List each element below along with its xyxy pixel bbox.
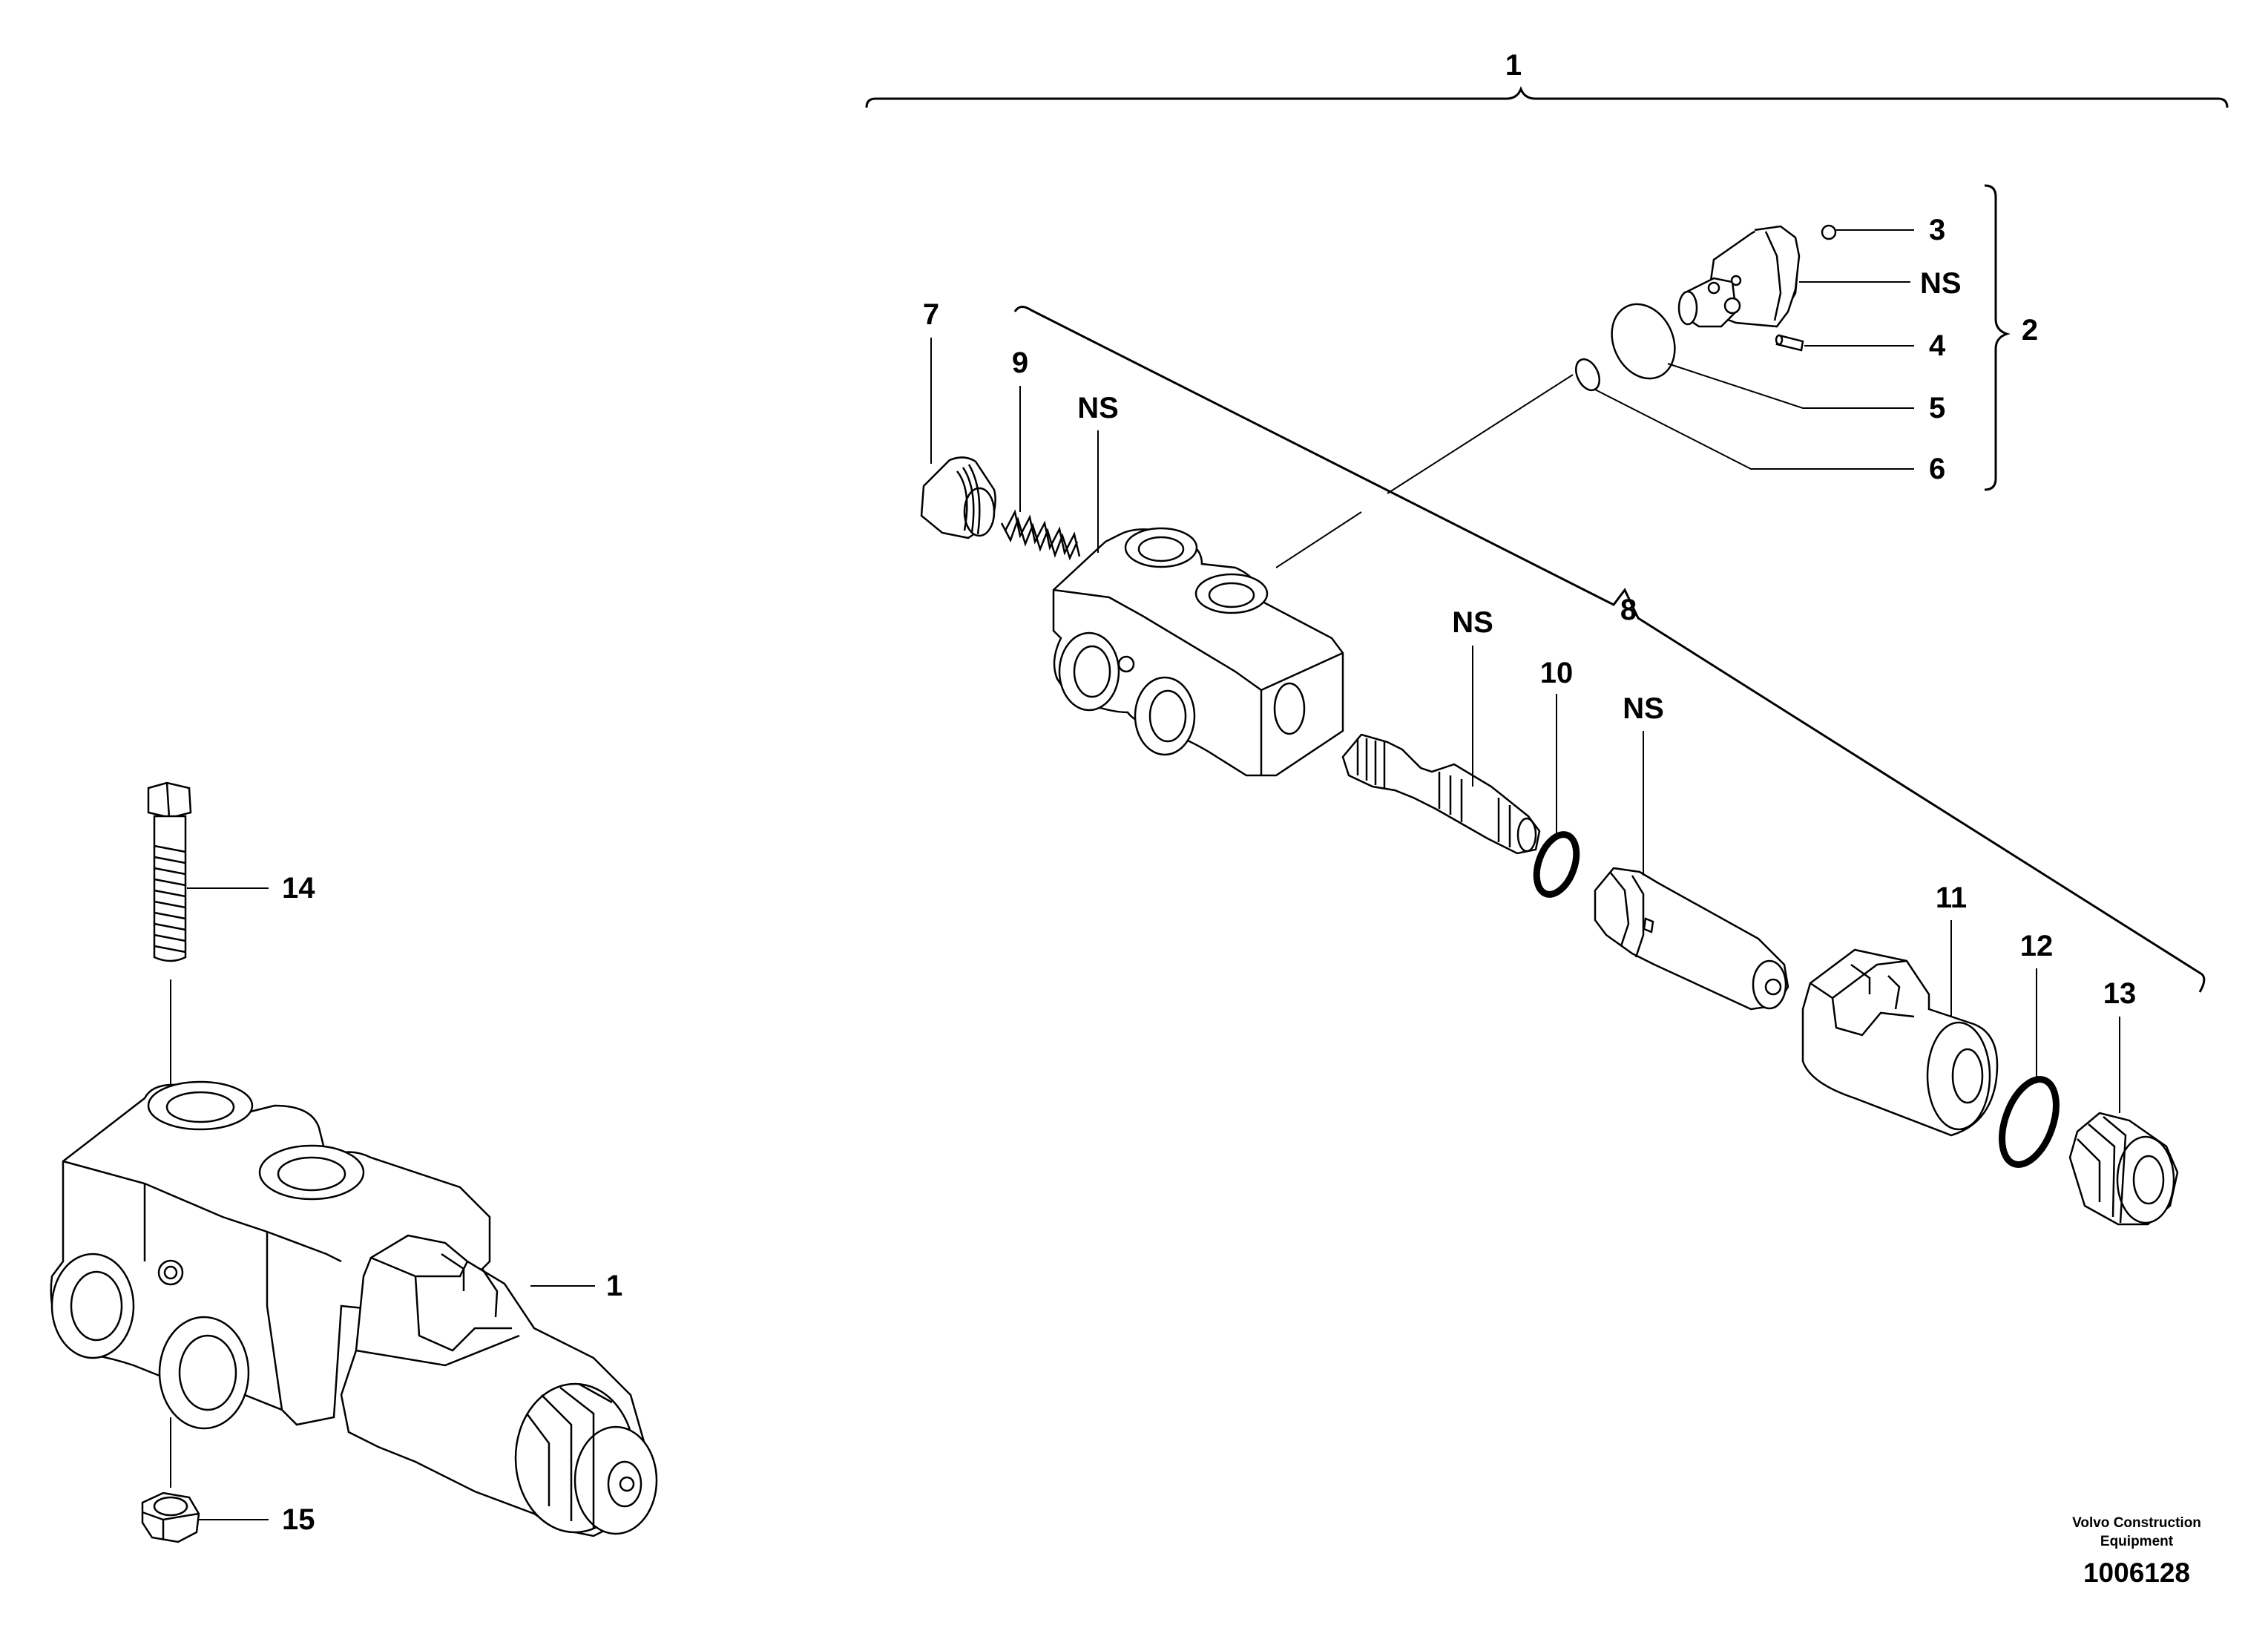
- hex-nut-part: [141, 1491, 200, 1543]
- callout-3: 3: [1929, 214, 1945, 246]
- callout-7: 7: [923, 298, 939, 331]
- callout-10: 10: [1540, 657, 1574, 689]
- kit-2-brace: [1984, 184, 2011, 491]
- callout-ns-plug: NS: [1920, 267, 1962, 300]
- knurled-nut-part: [2068, 1112, 2179, 1226]
- o-ring-small-part: [1575, 358, 1600, 392]
- spool-part: [1341, 733, 1541, 855]
- callout-8: 8: [1620, 594, 1637, 626]
- document-number: 1006128: [2083, 1558, 2190, 1588]
- callout-11: 11: [1936, 882, 1967, 914]
- item-8-bracket: [1013, 306, 2206, 993]
- bolt-part: [147, 781, 192, 962]
- callout-14: 14: [282, 872, 315, 905]
- plug-cap-part: [920, 456, 996, 539]
- callout-9: 9: [1012, 347, 1028, 379]
- axis-line-lower: [1275, 511, 1362, 568]
- callout-1-top: 1: [1505, 49, 1522, 82]
- spring-part: [1000, 509, 1081, 561]
- pin-part: [1775, 334, 1804, 352]
- axis-line-upper: [1387, 374, 1574, 494]
- callout-ns-tube: NS: [1623, 692, 1664, 725]
- callout-ns-body: NS: [1077, 392, 1119, 424]
- callout-ns-spool: NS: [1452, 606, 1493, 639]
- ball-part: [1821, 224, 1837, 240]
- solenoid-coil-part: [1801, 948, 1999, 1137]
- o-ring-12-part: [1999, 1076, 2060, 1168]
- callout-4: 4: [1929, 329, 1946, 362]
- o-ring-large-part: [1611, 303, 1676, 380]
- solenoid-tube-part: [1594, 867, 1789, 1011]
- callout-1-side: 1: [606, 1270, 622, 1302]
- assembled-valve-part: [50, 1080, 658, 1537]
- callout-6: 6: [1929, 453, 1945, 485]
- credit-line-2: Equipment: [2100, 1534, 2174, 1549]
- callout-15: 15: [282, 1503, 315, 1536]
- callout-5: 5: [1929, 392, 1945, 424]
- assembly-1-brace: [865, 85, 2229, 108]
- credit-line-1: Volvo Construction: [2072, 1515, 2201, 1531]
- callout-12: 12: [2020, 930, 2054, 962]
- relief-plug-part: [1677, 225, 1801, 328]
- callout-2: 2: [2022, 314, 2038, 347]
- o-ring-10-part: [1533, 831, 1580, 898]
- valve-body-part: [1052, 527, 1344, 777]
- callout-13: 13: [2103, 977, 2137, 1010]
